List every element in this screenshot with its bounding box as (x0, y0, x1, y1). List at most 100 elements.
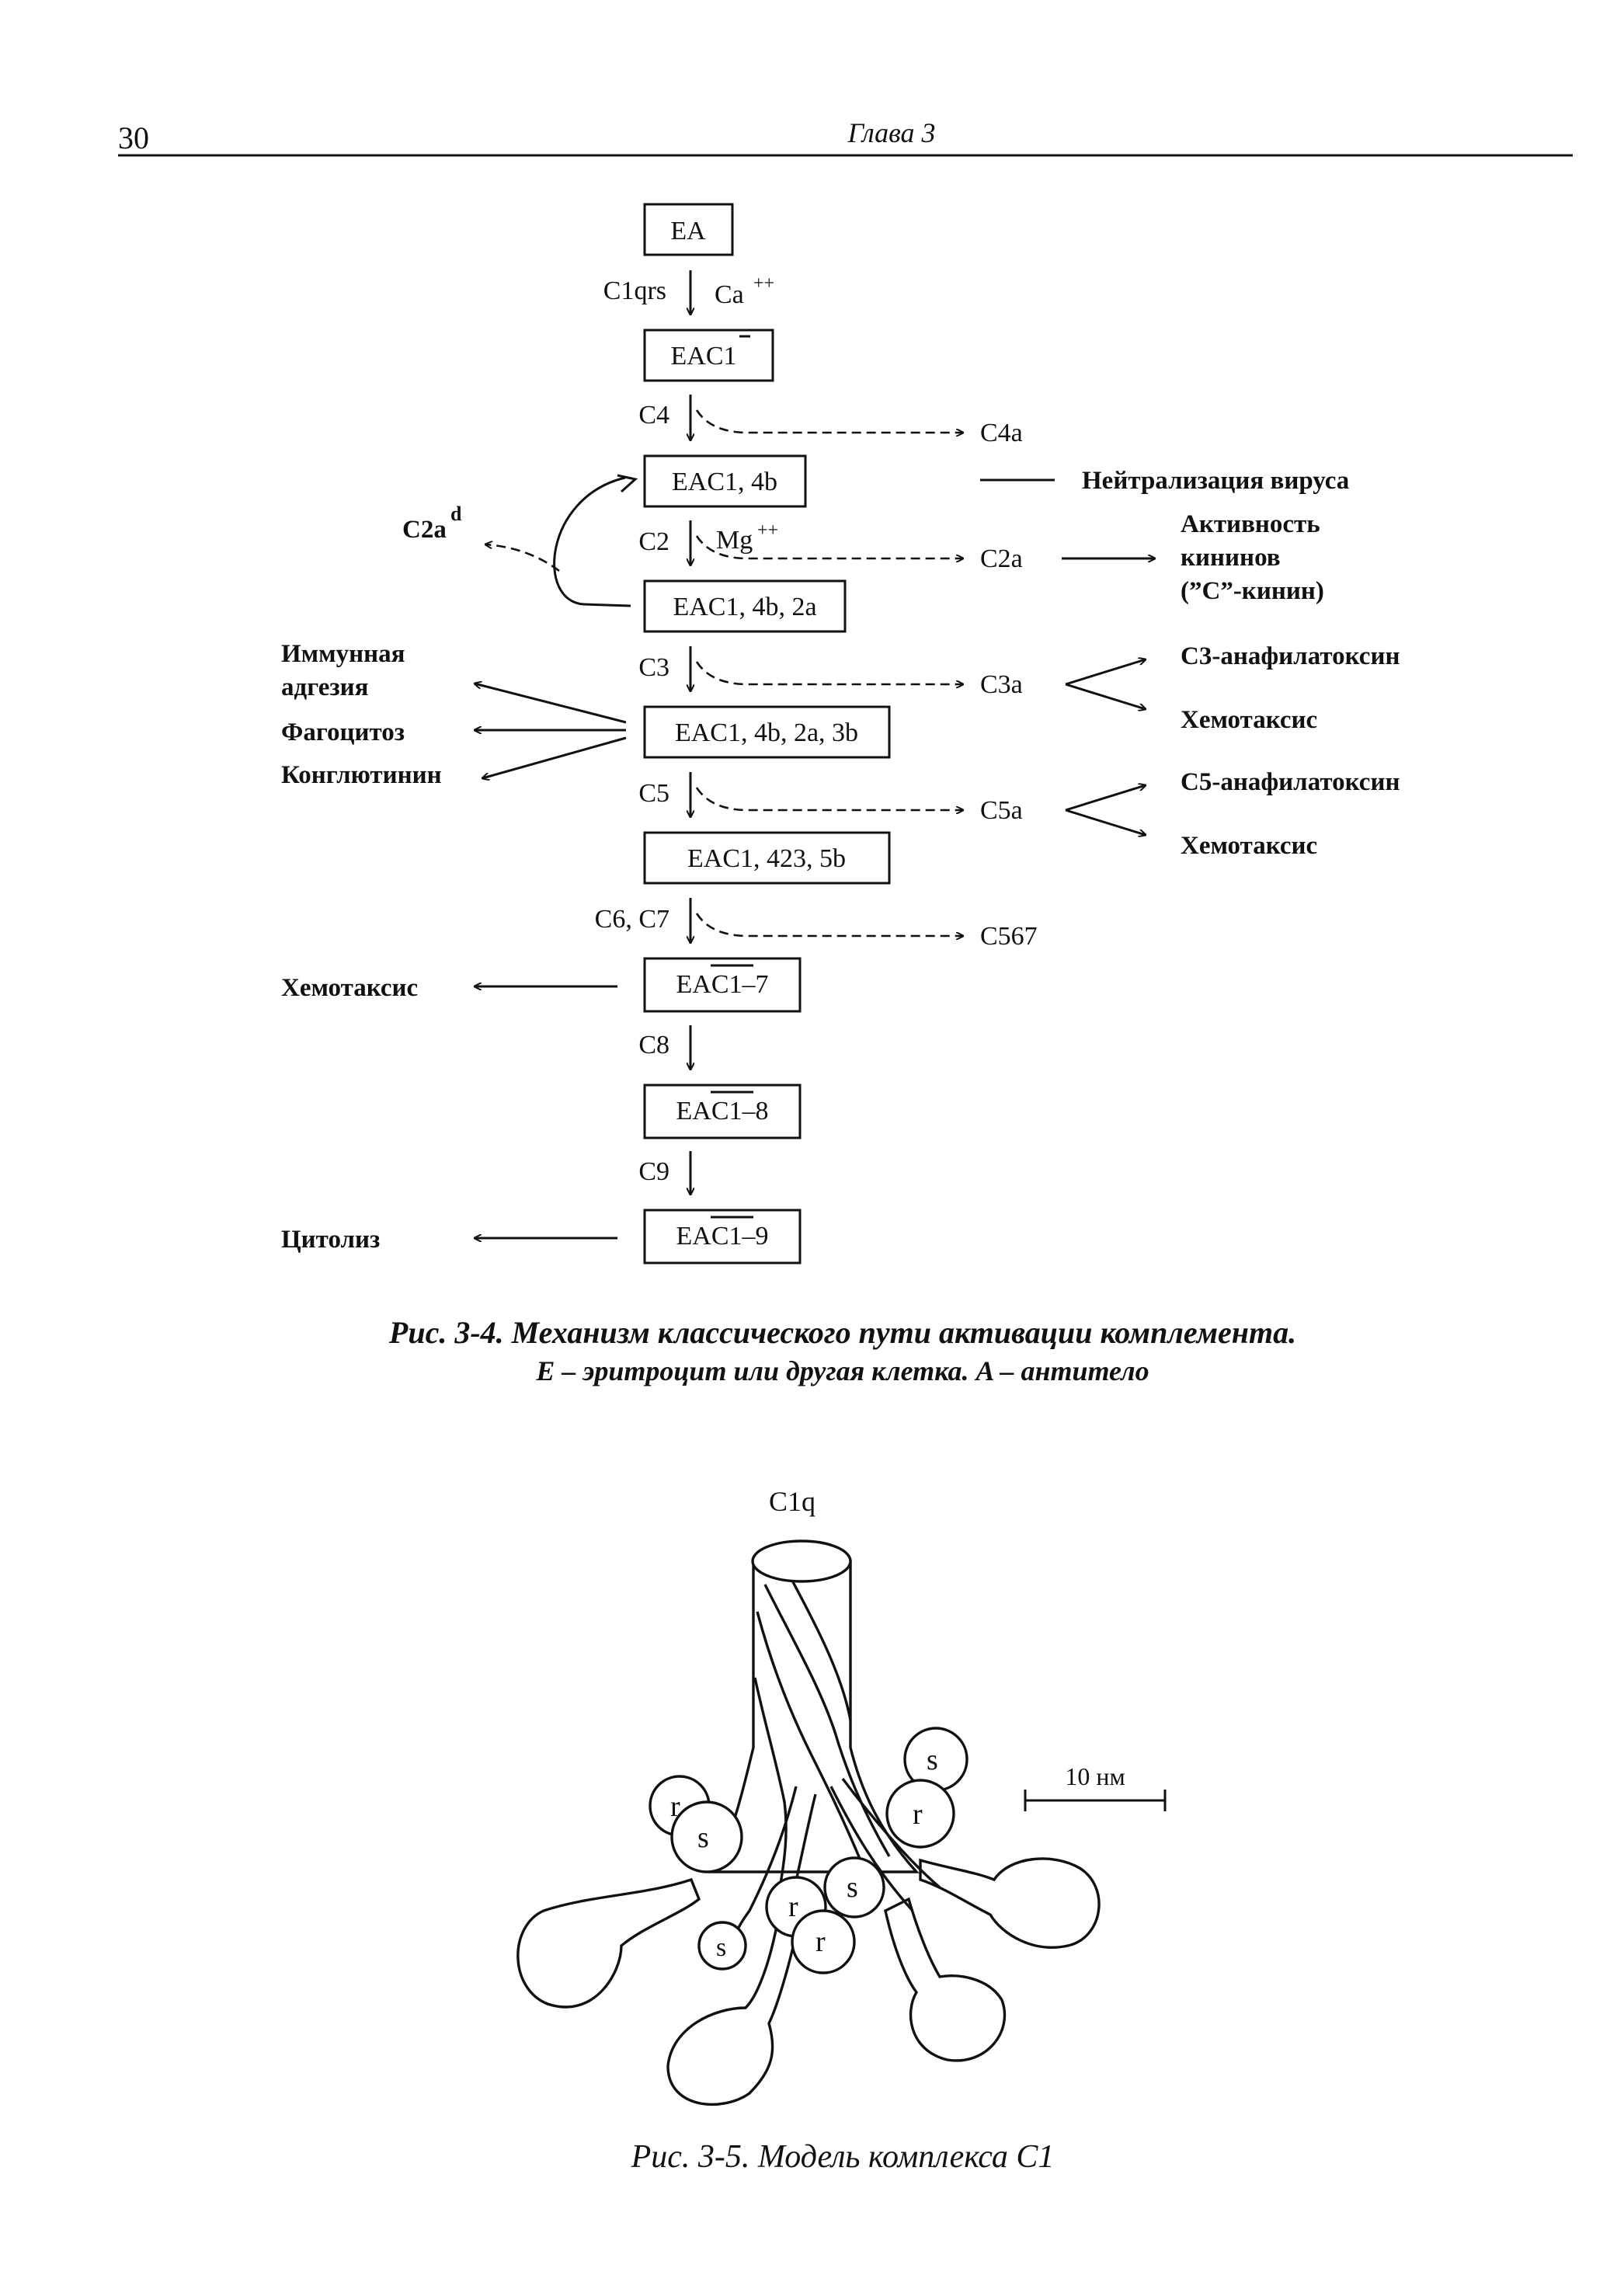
head-far-left (516, 1877, 701, 2009)
fiber-strand (791, 1580, 852, 1721)
figure-3-5-caption: Рис. 3-5. Модель комплекса C1 (631, 2139, 1055, 2175)
effect-conglutinin: Конглютинин (281, 761, 442, 789)
page-number: 30 (118, 120, 149, 155)
figure-3-5: C1q 10 нм (516, 1486, 1167, 2175)
stalk-body (708, 1560, 920, 1873)
subunit-label: s (716, 1933, 726, 1962)
globular-heads (516, 1857, 1101, 2106)
effect-virus-neutralization: Нейтрализация вируса (1082, 467, 1349, 495)
reagent-label: C2 (638, 527, 669, 556)
scale-bar: 10 нм (1024, 1762, 1167, 1811)
chapter-title: Глава 3 (847, 117, 935, 148)
subunit-label: s (697, 1821, 709, 1854)
subunit-label: s (847, 1871, 858, 1904)
reagent-label: C9 (638, 1157, 669, 1186)
c1q-stalk (708, 1539, 941, 1966)
reagent-label: Ca (715, 280, 744, 309)
reagent-label: C4 (638, 401, 669, 430)
cascade-box-eac1-8: EAC1–8 (643, 1084, 802, 1139)
product-label: C2a (980, 544, 1023, 573)
subunits: r s s r r s s r (649, 1727, 968, 1974)
fiber-strand (756, 1611, 864, 1865)
reagent-superscript: ++ (757, 520, 778, 541)
cascade-box-ea: EA (643, 203, 734, 256)
product-label: C4a (980, 419, 1023, 447)
box-label: EAC1, 4b, 2a, 3b (675, 718, 858, 747)
subunit-label: r (913, 1798, 923, 1831)
head-far-right (919, 1857, 1101, 1949)
head-bottom-right (884, 1897, 1007, 2062)
box-label: EAC1, 4b (672, 468, 777, 496)
subunit-label: s (927, 1744, 938, 1776)
product-branch-arrow (695, 661, 963, 684)
effect-c5-anaphylatoxin: C5-анафилатоксин (1181, 768, 1400, 796)
box-label: EA (670, 217, 706, 245)
cascade-box-eac1-4b: EAC1, 4b (643, 454, 807, 508)
c2ad-label: C2a (402, 516, 447, 544)
effect-kinin-line3: (”C”-кинин) (1181, 577, 1324, 605)
effect-c3-anaphylatoxin: C3-анафилатоксин (1181, 642, 1400, 670)
scale-bar-label: 10 нм (1065, 1762, 1125, 1790)
subunit-s (697, 1921, 747, 1971)
reagent-label: C3 (638, 653, 669, 682)
box-label: EAC1, 4b, 2a (673, 593, 816, 621)
reagent-label: C8 (638, 1031, 669, 1059)
effect-phagocytosis: Фагоцитоз (281, 718, 405, 746)
decay-loop-arrowhead (617, 474, 638, 493)
box-label: EAC1–7 (676, 970, 769, 999)
effect-kinin-line2: кининов (1181, 544, 1281, 572)
figure-3-4: EA EAC1 EAC1, 4b EAC1, 4b, 2a EAC1, 4b, … (281, 203, 1400, 1386)
effect-kinin-line1: Активность (1181, 510, 1320, 538)
figure-3-4-subcaption: E – эритроцит или другая клетка. A – ант… (535, 1355, 1149, 1386)
effect-arrow (482, 736, 627, 778)
subunit-label: r (815, 1925, 826, 1958)
effect-cytolysis: Цитолиз (281, 1226, 380, 1254)
subunit-s (670, 1800, 743, 1873)
effect-immune-adhesion-line1: Иммунная (281, 640, 405, 668)
cascade-box-eac1: EAC1 (643, 329, 774, 382)
box-label: EAC1 (671, 342, 737, 370)
box-label: EAC1, 423, 5b (687, 844, 846, 873)
fiber-strand (829, 1786, 914, 1912)
effect-c5-chemotaxis: Хемотаксис (1181, 832, 1317, 860)
fiber-strand (753, 1677, 788, 1884)
product-label: C3a (980, 670, 1023, 699)
c2ad-superscript: d (450, 503, 462, 525)
fiber-strand (841, 1777, 941, 1889)
fiber-strand (763, 1584, 891, 1857)
reagent-label: C6, C7 (595, 905, 669, 934)
subunit-r (885, 1779, 955, 1849)
cascade-box-eac1-4b-2a-3b: EAC1, 4b, 2a, 3b (643, 705, 891, 759)
c1q-title: C1q (769, 1486, 815, 1517)
effect-arrow (475, 684, 627, 724)
cascade-box-eac1-4b-2a: EAC1, 4b, 2a (643, 579, 847, 633)
effect-immune-adhesion-line2: адгезия (281, 673, 369, 701)
head-bottom-left (666, 1924, 798, 2106)
effect-arrow (1065, 683, 1146, 709)
product-branch-arrow (695, 409, 963, 433)
subunit-label: r (788, 1891, 798, 1923)
cascade-box-eac1-423-5b: EAC1, 423, 5b (643, 831, 891, 885)
cascade-box-eac1-7: EAC1–7 (643, 957, 802, 1013)
effect-arrow (1065, 659, 1146, 686)
product-branch-arrow (695, 787, 963, 810)
effect-arrow (1065, 809, 1146, 835)
reagent-superscript: ++ (753, 273, 774, 294)
decay-loop-arc (553, 476, 631, 607)
subunit-r (791, 1909, 856, 1974)
reagent-label: Mg (716, 526, 753, 555)
figure-3-4-caption: Рис. 3-4. Механизм классического пути ак… (388, 1315, 1296, 1350)
effect-arrow (1065, 785, 1146, 812)
reagent-label: C1qrs (603, 277, 666, 305)
product-label: C5a (980, 796, 1023, 825)
subunit-s (823, 1856, 885, 1918)
product-branch-arrow (695, 535, 963, 558)
stalk-top (751, 1539, 852, 1583)
product-branch-arrow (695, 913, 963, 936)
effect-chemotaxis-left: Хемотаксис (281, 974, 418, 1002)
cascade-box-eac1-9: EAC1–9 (643, 1209, 802, 1264)
c2ad-dashed-arrow (485, 544, 560, 572)
subunit-label: r (670, 1790, 680, 1823)
